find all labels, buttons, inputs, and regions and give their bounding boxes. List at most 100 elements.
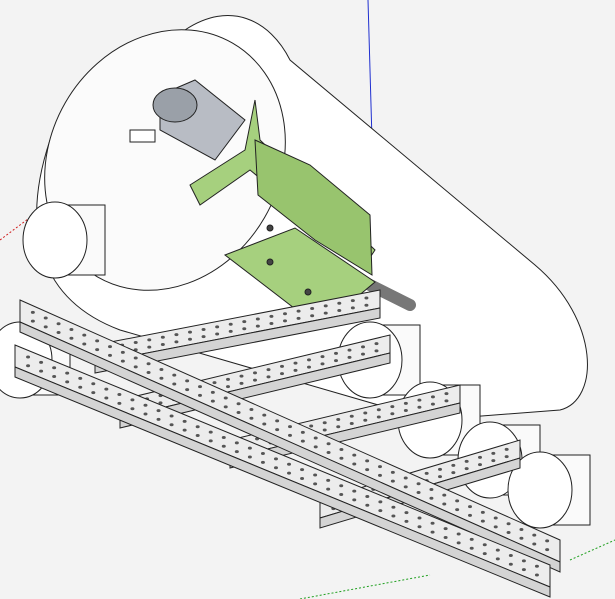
beam-hole — [429, 487, 434, 491]
beam-hole — [95, 339, 100, 343]
beam-hole — [334, 359, 338, 363]
beam-hole — [156, 417, 161, 421]
beam-hole — [215, 332, 220, 336]
beam-hole — [195, 434, 200, 438]
beam-hole — [468, 505, 472, 509]
beam-hole — [253, 378, 257, 382]
side-cylinder — [507, 451, 591, 529]
beam-hole — [310, 314, 315, 318]
frame[interactable] — [14, 289, 561, 598]
beam-hole — [417, 525, 422, 529]
beam-hole — [91, 391, 96, 395]
beam-hole — [350, 306, 355, 310]
beam-hole — [262, 413, 267, 417]
beam-hole — [365, 494, 370, 498]
beam-hole — [69, 327, 74, 331]
beam-hole — [429, 496, 434, 500]
beam-hole — [438, 475, 442, 479]
beam-hole — [300, 439, 305, 443]
beam-hole — [39, 360, 44, 364]
beam-hole — [417, 516, 422, 520]
beam-hole — [403, 485, 408, 489]
beam-hole — [451, 471, 456, 475]
beam-hole — [169, 414, 174, 418]
beam-hole — [480, 519, 485, 523]
beam-hole — [307, 358, 311, 362]
beam-hole — [310, 306, 315, 310]
beam-hole — [82, 333, 87, 337]
y-axis — [299, 574, 431, 599]
beam-hole — [288, 425, 292, 429]
beam-hole — [266, 375, 271, 379]
beam-hole — [455, 508, 460, 512]
beam-hole — [337, 301, 342, 305]
beam-hole — [159, 376, 164, 380]
beam-hole — [313, 436, 318, 440]
beam-hole — [269, 314, 274, 318]
cross-beam[interactable] — [94, 289, 381, 374]
beam-hole — [147, 345, 152, 349]
beam-hole — [269, 322, 274, 326]
beam-hole — [120, 350, 125, 354]
beam-hole — [158, 401, 163, 405]
beam-hole — [504, 447, 509, 451]
beam-hole — [347, 348, 352, 352]
beam-hole — [545, 548, 550, 552]
beam-hole — [130, 398, 135, 402]
beam-hole — [347, 355, 352, 359]
beam-hole — [534, 573, 539, 577]
beam-hole — [508, 562, 513, 566]
beam-hole — [104, 396, 109, 400]
beam-hole — [221, 444, 226, 448]
beam-hole — [430, 402, 435, 406]
beam-hole — [468, 513, 472, 517]
beam-hole — [378, 473, 382, 477]
beam-hole — [160, 335, 165, 339]
beam-hole — [365, 468, 370, 472]
long-beam[interactable] — [14, 344, 551, 598]
beam-hole — [326, 478, 331, 482]
beam-hole — [275, 419, 280, 423]
beam-hole — [143, 412, 148, 416]
beam-hole — [239, 374, 244, 378]
beam-hole — [69, 336, 74, 340]
beam-hole — [469, 546, 474, 550]
beam-hole — [495, 557, 500, 561]
beam-hole — [456, 532, 461, 536]
beam-hole — [273, 457, 278, 461]
beam-hole — [159, 367, 164, 371]
beam-hole — [78, 376, 83, 380]
beam-hole — [365, 503, 370, 507]
beam-hole — [65, 380, 70, 384]
beam-hole — [416, 482, 421, 486]
beam-hole — [201, 327, 206, 331]
beam-hole — [363, 418, 368, 422]
beam-hole — [201, 335, 206, 339]
beam-hole — [376, 415, 381, 419]
beam-hole — [403, 476, 408, 480]
beam-hole — [82, 342, 87, 346]
beam-hole — [364, 296, 369, 300]
beam-hole — [320, 362, 325, 366]
beam-hole — [195, 425, 200, 429]
y-axis-2 — [569, 539, 615, 561]
beam-hole — [443, 535, 448, 539]
beam-hole — [323, 304, 328, 308]
beam-hole — [188, 330, 192, 334]
z-axis — [367, 0, 373, 141]
beam-hole — [198, 393, 202, 397]
beam-hole — [532, 533, 537, 537]
beam-hole — [336, 418, 341, 422]
beam-hole — [273, 466, 278, 470]
beam-hole — [352, 453, 357, 457]
beam-hole — [545, 539, 550, 543]
beam-hole — [172, 373, 177, 377]
beam-hole — [247, 446, 252, 450]
beam-hole — [234, 450, 239, 454]
beam-hole — [416, 491, 421, 495]
beam-hole — [287, 471, 292, 475]
beam-hole — [296, 309, 301, 313]
long-beam[interactable] — [19, 299, 561, 573]
